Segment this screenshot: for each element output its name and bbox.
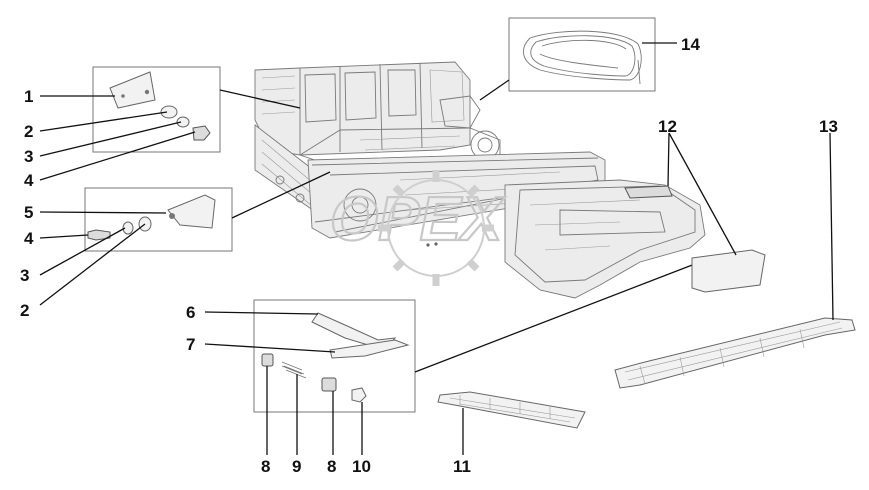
callout-3: 3 <box>24 147 33 166</box>
spring-part-9 <box>281 361 307 379</box>
callout-4-lower: 4 <box>24 229 34 248</box>
step-plate-part-11 <box>437 391 586 429</box>
callout-14: 14 <box>681 35 700 54</box>
callout-labels: 1 2 3 4 5 4 3 2 6 7 8 9 8 10 11 12 13 14 <box>20 35 838 476</box>
machine-illustration <box>254 61 706 299</box>
step-plate-part-13 <box>614 317 856 389</box>
callout-8: 8 <box>261 457 270 476</box>
callout-8-right: 8 <box>327 457 336 476</box>
nut-part-10 <box>351 387 367 403</box>
callout-6: 6 <box>186 303 195 322</box>
callout-13: 13 <box>819 117 838 136</box>
callout-7: 7 <box>186 335 195 354</box>
leader-lines <box>39 42 834 455</box>
detail-box-bracket-lower <box>84 187 233 252</box>
callout-2-lower: 2 <box>20 301 29 320</box>
lock-washer-part-3b <box>122 221 134 235</box>
seal-part-14 <box>523 30 642 85</box>
watermark-text: OPEX <box>330 185 506 254</box>
callout-2: 2 <box>24 122 33 141</box>
bolt-part-4 <box>87 229 111 241</box>
step-plate-part-12 <box>691 249 766 293</box>
callout-12: 12 <box>658 117 677 136</box>
lock-washer-part-3 <box>176 116 190 128</box>
watermark-gear-icon <box>378 170 494 286</box>
callout-9: 9 <box>292 457 301 476</box>
callout-11: 11 <box>453 457 471 476</box>
callout-3-lower: 3 <box>20 266 29 285</box>
bracket-part-1 <box>109 71 156 109</box>
detail-box-seal <box>508 17 656 92</box>
callout-4: 4 <box>24 171 34 190</box>
callout-5: 5 <box>24 203 33 222</box>
bracket-part-5 <box>167 194 216 229</box>
rod-part-7 <box>329 339 410 359</box>
bushing-part-8a <box>261 353 274 367</box>
nut-part-4 <box>192 125 211 141</box>
callout-10: 10 <box>352 457 371 476</box>
callout-1: 1 <box>24 87 33 106</box>
detail-box-step-kit <box>253 299 416 413</box>
bushing-part-8b <box>321 377 337 392</box>
detail-box-bracket-upper <box>92 66 221 153</box>
washer-part-2 <box>160 105 178 119</box>
